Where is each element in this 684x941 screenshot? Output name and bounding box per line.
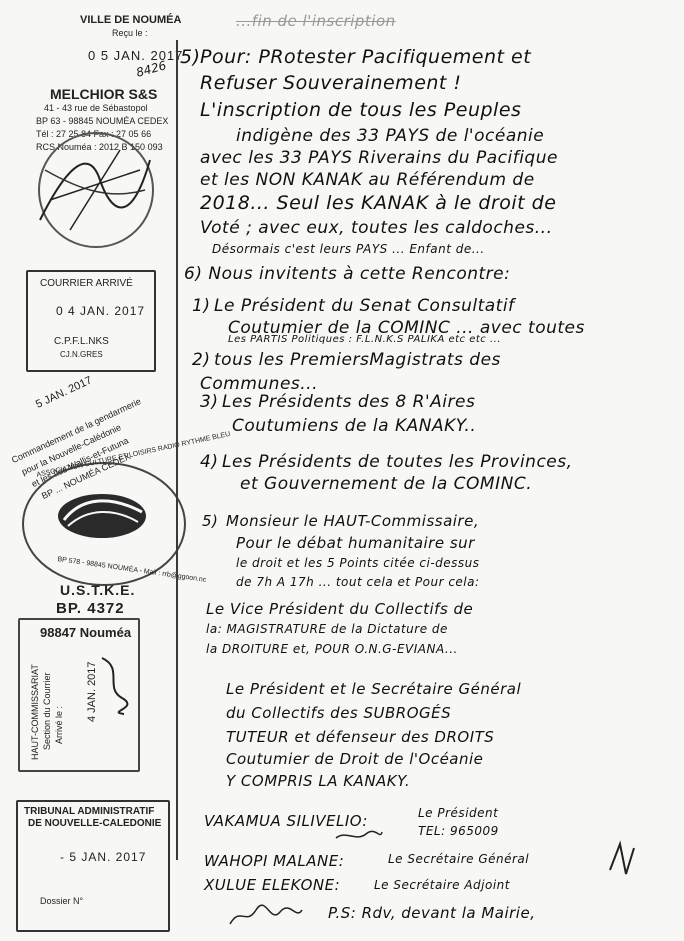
signature-wahopi [609,840,635,875]
courrier-arrive-box [26,270,156,372]
item-line: et Gouvernement de la COMINC. [240,474,533,494]
tribunal-title-1: TRIBUNAL ADMINISTRATIF [24,806,155,817]
melchior-line: 41 - 43 rue de Sébastopol [44,103,148,113]
consulat-round-seal [38,132,154,248]
item-number: 5) [202,512,219,530]
signatory-name: VAKAMUA SILIVELIO: [204,812,368,830]
p5-line: L'inscription de tous les Peuples [200,99,522,121]
item-line: Monsieur le HAUT-Commissaire, [226,512,480,530]
signature-scribble-1 [39,149,151,231]
radio-logo-icon [58,494,146,538]
p5-line: indigène des 33 PAYS de l'océanie [236,126,545,146]
tribunal-box [16,800,170,932]
president-line: Le Président et le Secrétaire Général [226,680,522,698]
courrier-sig: C.P.F.L.NKS [54,336,109,347]
p5-line: 2018... Seul les KANAK à le droit de [200,192,557,214]
tribunal-title-2: DE NOUVELLE-CALEDONIE [28,818,162,829]
item-line: Les Présidents de toutes les Provinces, [222,452,573,472]
p5-line: Désormais c'est leurs PAYS ... Enfant de… [212,242,485,256]
signatory-name: XULUE ELEKONE: [204,876,341,894]
ustke-name: U.S.T.K.E. [60,582,136,598]
tribunal-date: - 5 JAN. 2017 [60,850,147,864]
item-line: Communes... [200,374,318,394]
signatory-role: Le Secrétaire Adjoint [374,878,510,892]
radio-rythme-bleu-seal [22,462,186,586]
gendarmerie-date: 5 JAN. 2017 [34,374,94,411]
item-number: 2) [192,350,211,370]
item-line: Le Président du Senat Consultatif [214,296,515,316]
margin-divider [176,40,178,860]
p5-line: et les NON KANAK au Référendum de [200,170,535,190]
p6-intro: 6) Nous invitents à cette Rencontre: [184,264,511,284]
signatory-name: WAHOPI MALANE: [204,852,345,870]
president-line: Coutumier de Droit de l'Océanie [226,750,484,768]
p5-line: Refuser Souverainement ! [200,72,462,94]
p5-number: 5) [180,46,201,68]
p5-line: avec les 33 PAYS Riverains du Pacifique [200,148,558,168]
hc-line: Arrivé le : [54,705,64,744]
item-line: Coutumiens de la KANAKY.. [232,416,477,436]
item-line: tous les PremiersMagistrats des [214,350,501,370]
ville-stamp-title: VILLE DE NOUMÉA [80,14,182,26]
haut-commissariat-box [18,618,140,772]
signatory-role: Le Secrétaire Général [388,852,530,866]
item-number: 4) [200,452,219,472]
item-number: 3) [200,392,219,412]
p5-line: Voté ; avec eux, toutes les caldoches... [200,218,553,238]
signatory-role: Le Président [418,806,499,820]
hc-signature [101,657,129,715]
item-number: 1) [192,296,211,316]
courrier-code: CJ.N.GRES [60,350,103,359]
signature-vakamua [335,830,383,839]
president-line: TUTEUR et défenseur des DROITS [226,728,495,746]
stamp-column: VILLE DE NOUMÉA Reçu le : 0 5 JAN. 2017 … [0,0,231,941]
tribunal-dossier: Dossier N° [40,896,84,906]
hc-line: Section du Courrier [42,672,52,750]
item-small-line: Les PARTIS Politiques : F.L.N.K.S PALIKA… [228,334,502,345]
vp-line: la DROITURE et, POUR O.N.G-EVIANA... [206,642,458,656]
vp-line: Le Vice Président du Collectifs de [206,600,474,618]
item-line: Pour le débat humanitaire sur [236,534,475,552]
ville-stamp-recu: Reçu le : [112,28,148,38]
item-line: de 7h A 17h ... tout cela et Pour cela: [236,575,480,589]
item-line: le droit et les 5 Points citée ci-dessus [236,556,480,570]
ps-note: P.S: Rdv, devant la Mairie, [328,904,536,922]
ustke-city: 98847 Nouméa [40,625,132,640]
vp-line: la: MAGISTRATURE de la Dictature de [206,622,448,636]
item-line: Coutumier de la COMINC ... avec toutes [228,318,585,338]
melchior-stamp-name: MELCHIOR S&S [50,86,158,102]
p5-line: Pour: PRotester Pacifiquement et [200,46,532,68]
courrier-title: COURRIER ARRIVÉ [40,278,133,289]
melchior-line: BP 63 - 98845 NOUMÉA CEDEX [36,116,169,126]
signatory-extra: TEL: 965009 [418,824,499,838]
signature-xulue [229,904,303,925]
ville-stamp-date: 0 5 JAN. 2017 [88,48,184,63]
ustke-bp: BP. 4372 [56,600,125,617]
president-line: du Collectifs des SUBROGÉS [226,704,452,722]
header-strike-text: ...fin de l'inscription [236,12,396,30]
hc-line: HAUT-COMMISSARIAT [30,664,40,760]
president-line: Y COMPRIS LA KANAKY. [226,772,411,790]
courrier-date: 0 4 JAN. 2017 [56,304,146,318]
item-line: Les Présidents des 8 R'Aires [222,392,476,412]
